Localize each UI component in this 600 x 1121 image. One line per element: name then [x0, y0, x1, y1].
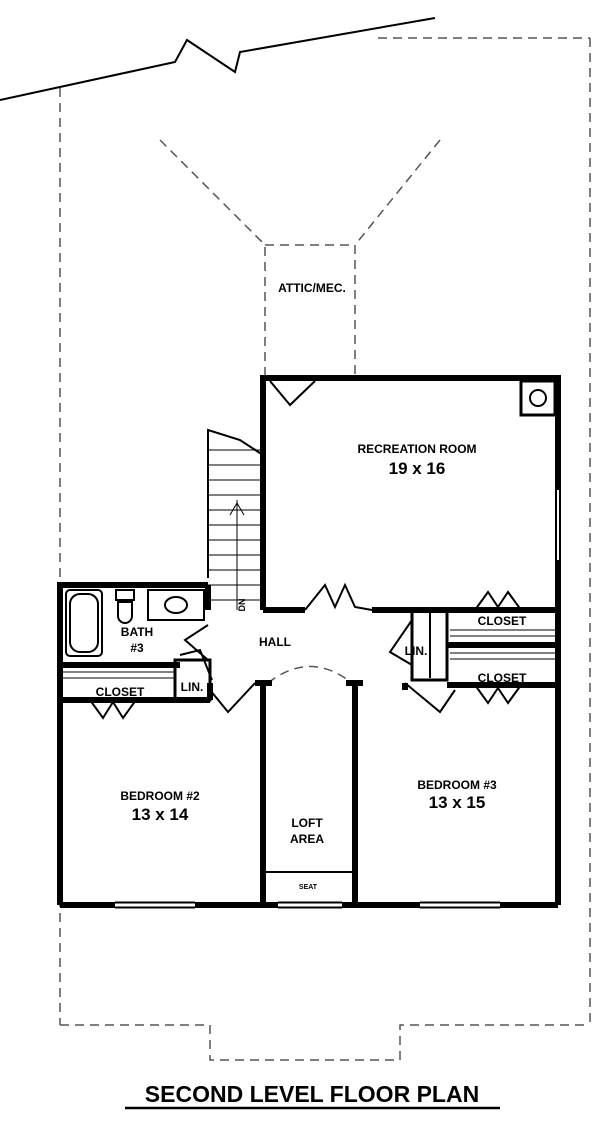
roof-break-line — [0, 17, 436, 101]
stairs[interactable]: DN — [207, 428, 264, 612]
recreation-room-label: RECREATION ROOM — [357, 442, 476, 456]
stairs-label: DN — [237, 599, 247, 612]
hall-label: HALL — [259, 635, 291, 649]
left-closet — [60, 648, 213, 720]
bedroom3-size: 13 x 15 — [429, 793, 486, 812]
bedroom2-size: 13 x 14 — [132, 805, 189, 824]
right-closet-bottom-label: CLOSET — [478, 671, 527, 685]
bath-number: #3 — [130, 641, 144, 655]
plan-title: SECOND LEVEL FLOOR PLAN — [145, 1081, 479, 1107]
loft-label-2: AREA — [290, 832, 324, 846]
lower-walls — [60, 607, 561, 909]
attic-label: ATTIC/MEC. — [278, 281, 346, 295]
bath — [57, 582, 211, 905]
right-lin-label: LIN. — [405, 644, 428, 658]
right-closet-top-label: CLOSET — [478, 614, 527, 628]
seat-label: SEAT — [299, 884, 318, 891]
left-closet-label: CLOSET — [96, 685, 145, 699]
recreation-room — [260, 375, 561, 610]
bedroom3-label: BEDROOM #3 — [417, 778, 497, 792]
attic-outline — [159, 139, 441, 379]
bath-label: BATH — [121, 625, 153, 639]
bedroom2-label: BEDROOM #2 — [120, 789, 200, 803]
recreation-room-size: 19 x 16 — [389, 459, 446, 478]
right-closets — [410, 590, 558, 705]
left-lin-label: LIN. — [181, 680, 204, 694]
loft-label: LOFT — [291, 816, 323, 830]
